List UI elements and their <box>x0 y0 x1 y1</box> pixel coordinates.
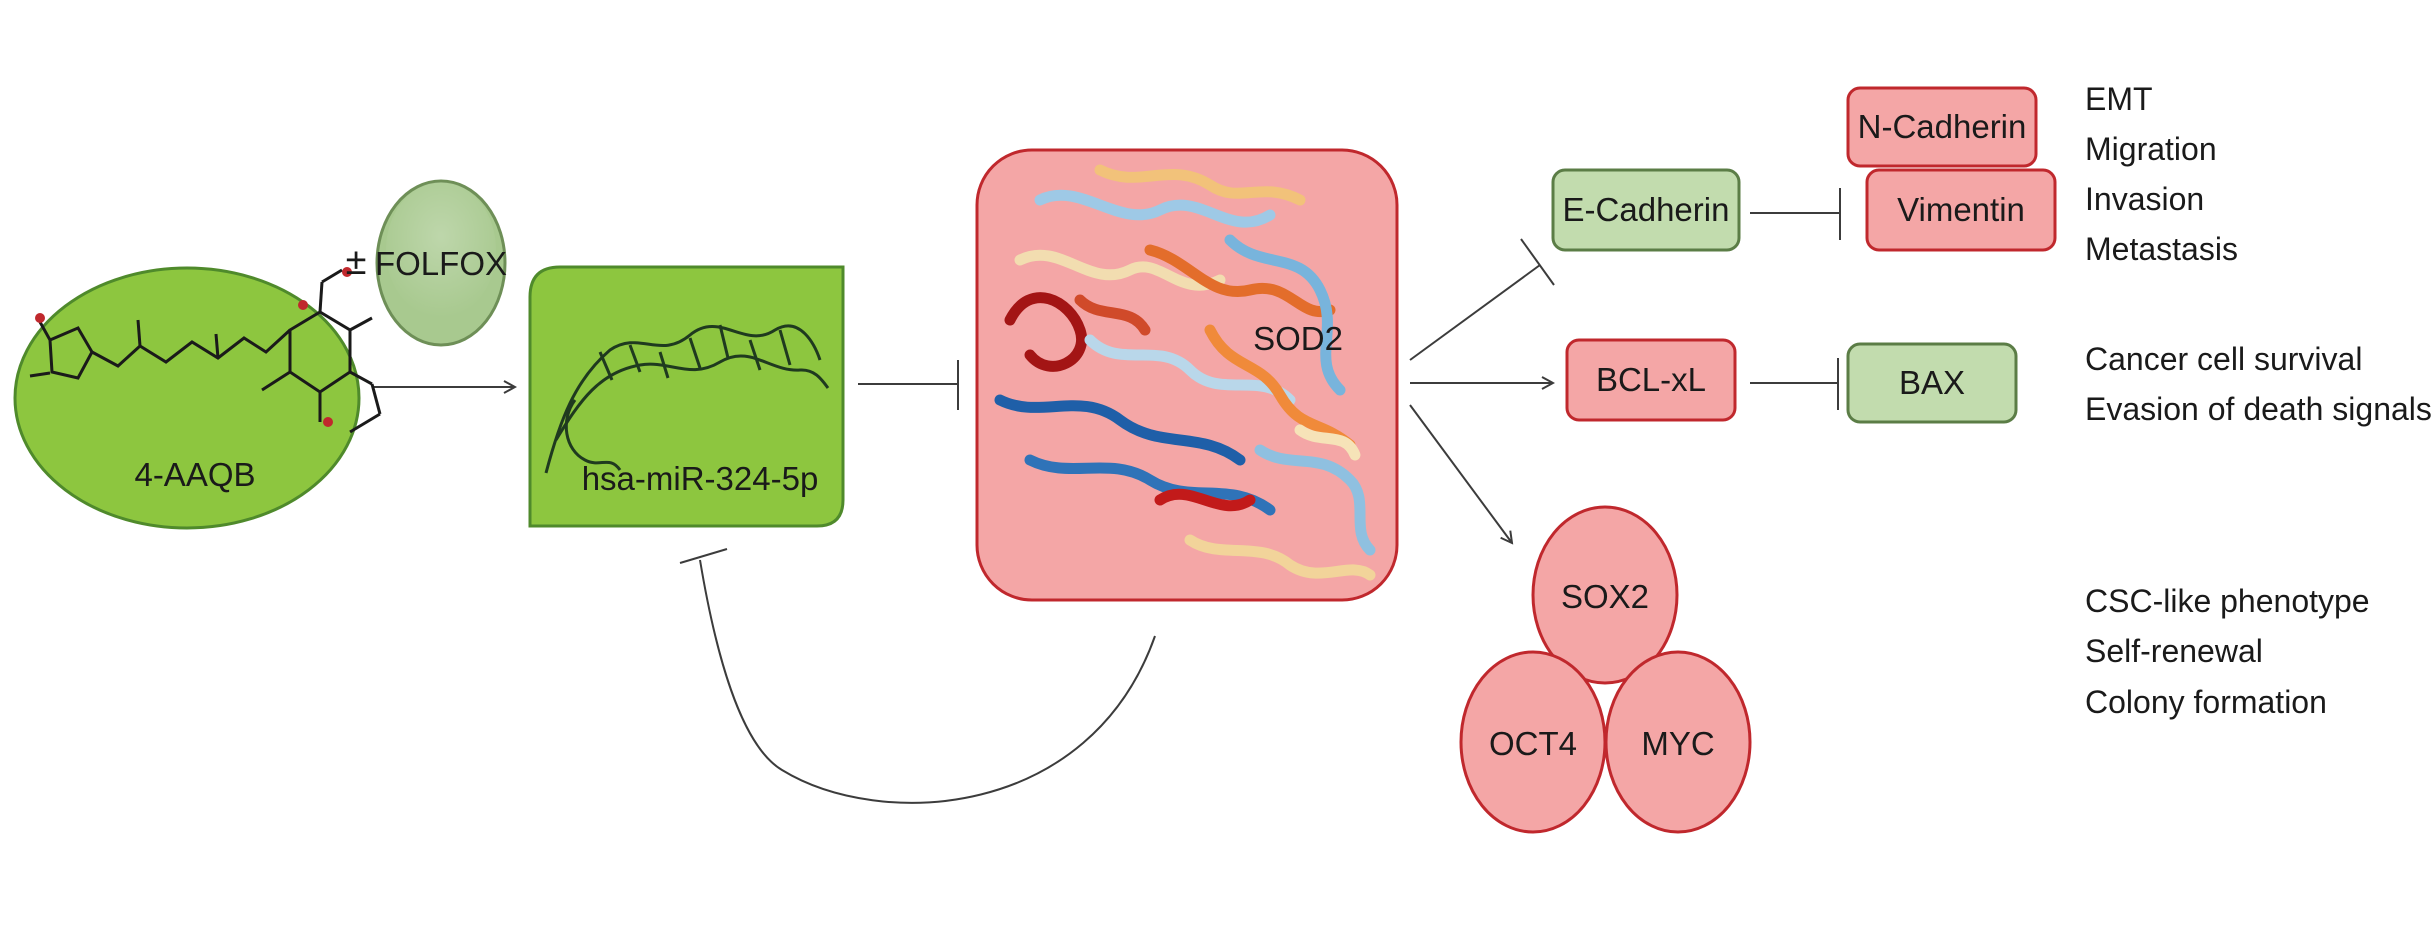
bax-node: BAX <box>1846 342 2018 424</box>
vimentin-label: Vimentin <box>1897 191 2025 228</box>
outcome-migration: Migration <box>2085 131 2217 167</box>
folfox-node: ± FOLFOX <box>346 179 507 347</box>
outcome-colony-formation: Colony formation <box>2085 684 2327 720</box>
stemness-cluster: SOX2 OCT4 MYC <box>1459 505 1752 834</box>
rna-helix-icon <box>544 324 830 474</box>
mirna-label: hsa-miR-324-5p <box>582 460 819 497</box>
feedback-sod2-to-mirna <box>699 559 1156 804</box>
outcome-metastasis: Metastasis <box>2085 231 2238 267</box>
protein-structure-icon <box>994 164 1376 581</box>
ecadherin-node: E-Cadherin <box>1551 168 1741 252</box>
compound-oxygen-marks <box>35 267 352 427</box>
myc-label: MYC <box>1641 725 1714 762</box>
ecadherin-label: E-Cadherin <box>1563 191 1730 228</box>
outcome-cell-survival: Cancer cell survival <box>2085 341 2362 377</box>
emt-outcomes: EMT Migration Invasion Metastasis <box>2085 81 2238 267</box>
outcome-evasion: Evasion of death signals <box>2085 391 2431 427</box>
compound-structure-icon <box>29 268 382 434</box>
sox2-circle <box>1531 505 1679 685</box>
ncadherin-label: N-Cadherin <box>1858 108 2027 145</box>
inhibit-sod2-to-ecadherin <box>1409 264 1541 361</box>
bclxl-label: BCL-xL <box>1596 361 1706 398</box>
stemness-outcomes: CSC-like phenotype Self-renewal Colony f… <box>2085 583 2370 720</box>
bclxl-node: BCL-xL <box>1565 338 1737 422</box>
inhibit-bar-ecadherin <box>1520 238 1555 286</box>
oct4-label: OCT4 <box>1489 725 1577 762</box>
vimentin-box <box>1865 168 2057 252</box>
folfox-label: FOLFOX <box>375 245 507 282</box>
bax-box <box>1846 342 2018 424</box>
feedback-bar-mirna <box>679 548 728 564</box>
sod2-node: SOD2 <box>975 148 1399 602</box>
connectors <box>372 188 1841 804</box>
sox2-label: SOX2 <box>1561 578 1649 615</box>
ecadherin-box <box>1551 168 1741 252</box>
myc-circle <box>1604 650 1752 834</box>
bclxl-box <box>1565 338 1737 422</box>
mirna-node: hsa-miR-324-5p <box>528 265 845 528</box>
compound-ellipse <box>13 266 361 530</box>
compound-label: 4-AAQB <box>134 456 255 493</box>
compound-node: 4-AAQB <box>13 266 382 530</box>
sod2-label: SOD2 <box>1253 320 1343 357</box>
ncadherin-box <box>1846 86 2038 168</box>
survival-outcomes: Cancer cell survival Evasion of death si… <box>2085 341 2431 427</box>
vimentin-node: Vimentin <box>1865 168 2057 252</box>
outcome-emt: EMT <box>2085 81 2153 117</box>
outcome-invasion: Invasion <box>2085 181 2204 217</box>
outcome-csc-phenotype: CSC-like phenotype <box>2085 583 2370 619</box>
bax-label: BAX <box>1899 364 1965 401</box>
ncadherin-node: N-Cadherin <box>1846 86 2038 168</box>
arrow-sod2-to-stemness <box>1409 404 1512 543</box>
plus-minus-sign: ± <box>346 241 367 283</box>
outcome-self-renewal: Self-renewal <box>2085 633 2263 669</box>
